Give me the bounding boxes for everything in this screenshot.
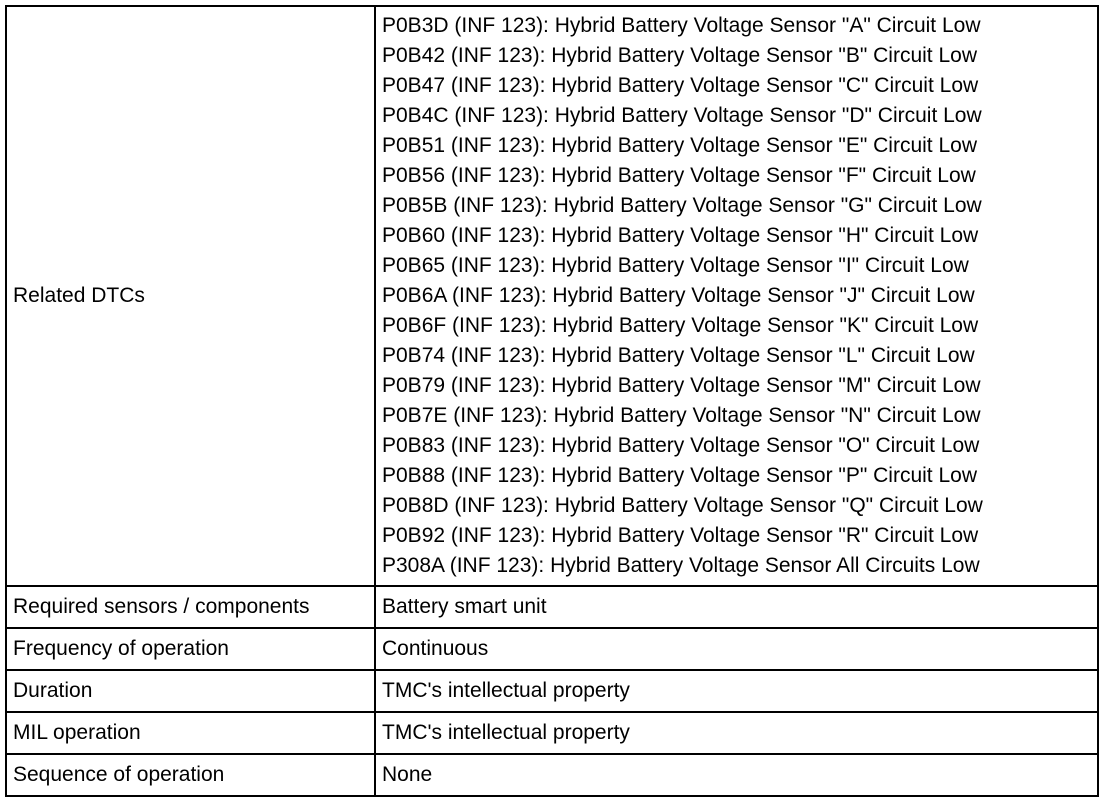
dtc-item: P0B79 (INF 123): Hybrid Battery Voltage … (382, 374, 981, 397)
dtc-item: P0B56 (INF 123): Hybrid Battery Voltage … (382, 164, 976, 187)
related-dtcs-list: P0B3D (INF 123): Hybrid Battery Voltage … (374, 7, 1097, 587)
dtc-item: P308A (INF 123): Hybrid Battery Voltage … (382, 554, 980, 577)
dtc-item: P0B7E (INF 123): Hybrid Battery Voltage … (382, 404, 981, 427)
dtc-item: P0B3D (INF 123): Hybrid Battery Voltage … (382, 14, 981, 37)
dtc-item: P0B8D (INF 123): Hybrid Battery Voltage … (382, 494, 983, 517)
spec-table: Related DTCs P0B3D (INF 123): Hybrid Bat… (7, 7, 1097, 795)
dtc-item: P0B42 (INF 123): Hybrid Battery Voltage … (382, 44, 978, 67)
dtc-item: P0B6A (INF 123): Hybrid Battery Voltage … (382, 284, 975, 307)
dtc-item: P0B65 (INF 123): Hybrid Battery Voltage … (382, 254, 969, 277)
related-dtcs-label: Related DTCs (7, 7, 376, 587)
sequence-label: Sequence of operation (7, 753, 376, 795)
dtc-item: P0B74 (INF 123): Hybrid Battery Voltage … (382, 344, 975, 367)
dtc-item: P0B88 (INF 123): Hybrid Battery Voltage … (382, 464, 978, 487)
dtc-item: P0B83 (INF 123): Hybrid Battery Voltage … (382, 434, 980, 457)
spec-table-frame: Related DTCs P0B3D (INF 123): Hybrid Bat… (5, 5, 1099, 797)
duration-label: Duration (7, 669, 376, 713)
table-row-duration: Duration TMC's intellectual property (7, 669, 1097, 713)
dtc-item: P0B4C (INF 123): Hybrid Battery Voltage … (382, 104, 982, 127)
table-row-related-dtcs: Related DTCs P0B3D (INF 123): Hybrid Bat… (7, 7, 1097, 587)
dtc-item: P0B5B (INF 123): Hybrid Battery Voltage … (382, 194, 982, 217)
duration-value: TMC's intellectual property (374, 669, 1097, 713)
dtc-item: P0B47 (INF 123): Hybrid Battery Voltage … (382, 74, 979, 97)
sequence-value: None (374, 753, 1097, 795)
mil-operation-value: TMC's intellectual property (374, 711, 1097, 755)
dtc-item: P0B92 (INF 123): Hybrid Battery Voltage … (382, 524, 979, 547)
table-row-sequence: Sequence of operation None (7, 753, 1097, 795)
dtc-item: P0B51 (INF 123): Hybrid Battery Voltage … (382, 134, 978, 157)
dtc-item: P0B60 (INF 123): Hybrid Battery Voltage … (382, 224, 979, 247)
mil-operation-label: MIL operation (7, 711, 376, 755)
table-row-mil-operation: MIL operation TMC's intellectual propert… (7, 711, 1097, 755)
required-sensors-value: Battery smart unit (374, 585, 1097, 629)
table-row-frequency: Frequency of operation Continuous (7, 627, 1097, 671)
table-row-required-sensors: Required sensors / components Battery sm… (7, 585, 1097, 629)
dtc-item: P0B6F (INF 123): Hybrid Battery Voltage … (382, 314, 979, 337)
required-sensors-label: Required sensors / components (7, 585, 376, 629)
frequency-label: Frequency of operation (7, 627, 376, 671)
frequency-value: Continuous (374, 627, 1097, 671)
